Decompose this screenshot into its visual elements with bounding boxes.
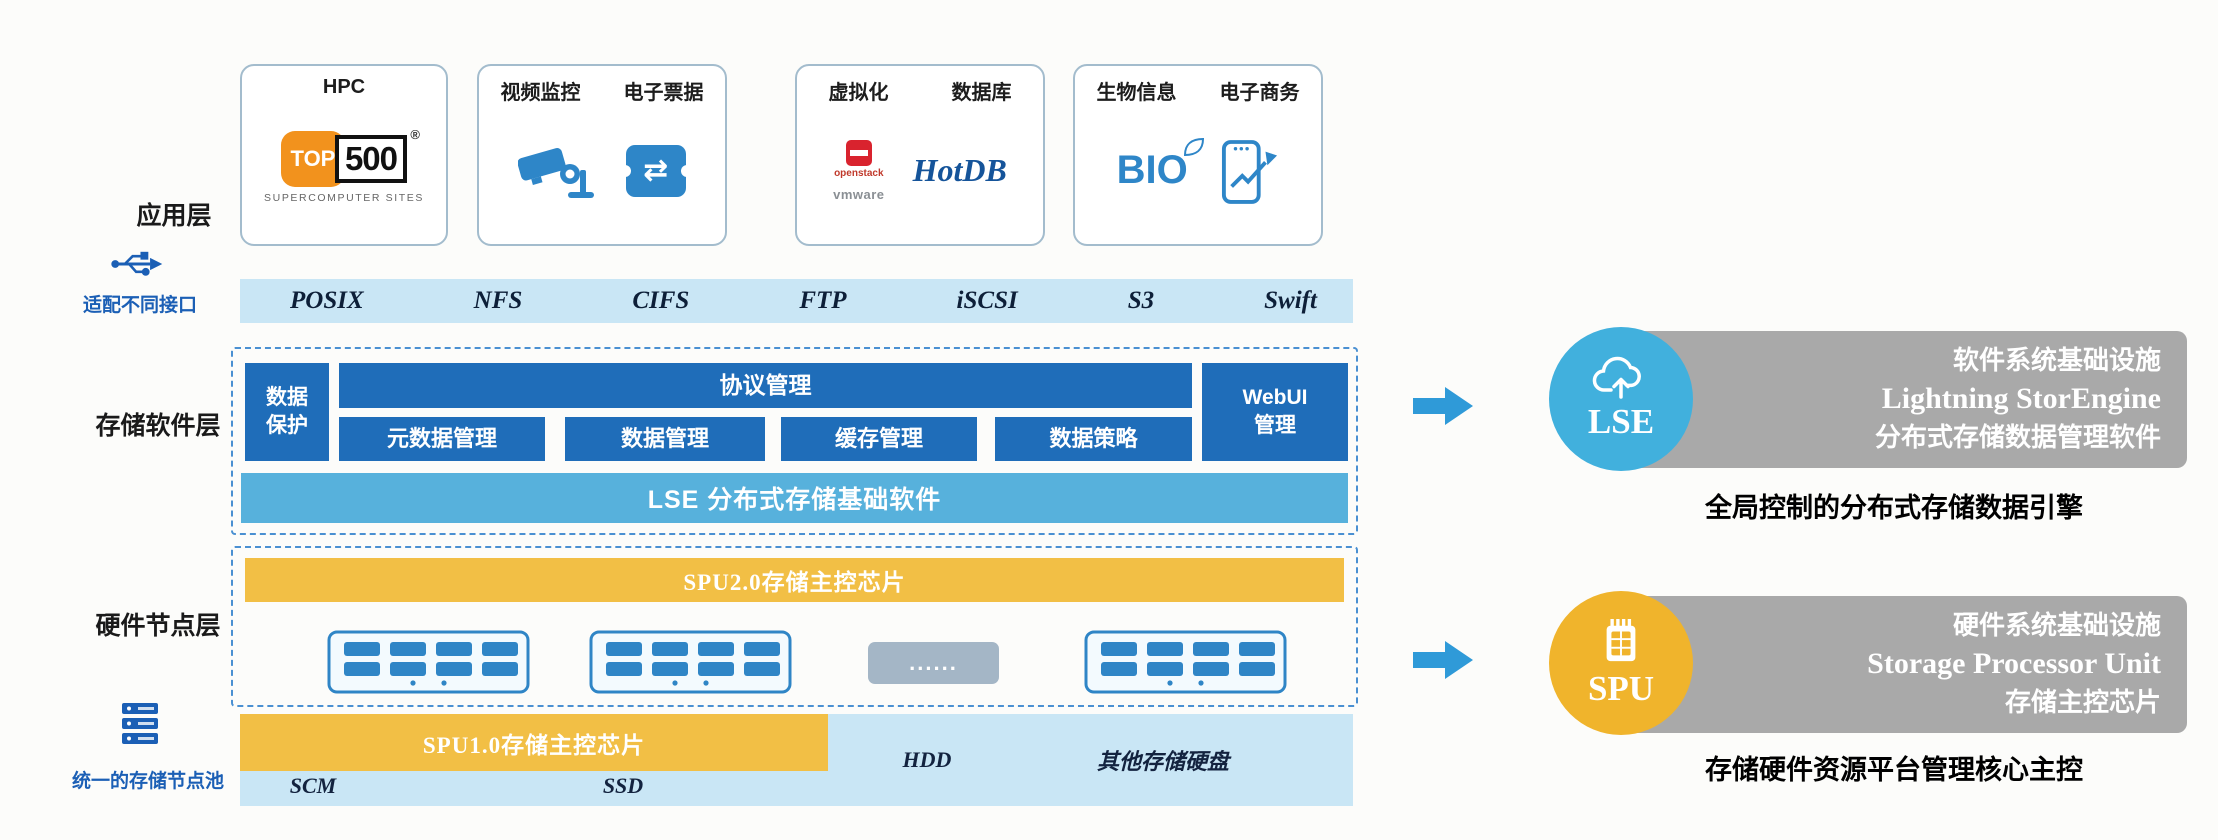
openstack-label: openstack bbox=[834, 167, 884, 179]
disk-label-hdd: HDD bbox=[902, 747, 952, 772]
server-pool-icon bbox=[122, 703, 158, 744]
data-policy-block: 数据策略 bbox=[995, 417, 1192, 461]
spu-description-bar: 硬件系统基础设施 Storage Processor Unit 存储主控芯片 bbox=[1601, 596, 2187, 733]
layer-label-interface: 适配不同接口 bbox=[82, 295, 197, 316]
lse-badge-label: LSE bbox=[1587, 402, 1655, 441]
top500-orange-badge: TOP bbox=[280, 131, 345, 187]
spu2-bar: SPU2.0存储主控芯片 bbox=[245, 558, 1344, 602]
app-box-hpc: HPC TOP 500 ® SUPERCOMPUTER SITES bbox=[240, 64, 448, 246]
interface-posix: POSIX bbox=[290, 287, 364, 314]
interface-bar: POSIX NFS CIFS FTP iSCSI S3 Swift bbox=[240, 279, 1353, 323]
protocol-mgmt-block: 协议管理 bbox=[339, 363, 1192, 408]
chip-icon bbox=[1606, 619, 1636, 662]
hotdb-logo: HotDB bbox=[912, 152, 1007, 188]
hardware-layer-container: SPU2.0存储主控芯片 ...... bbox=[231, 546, 1358, 707]
layer-label-hardware: 硬件节点层 bbox=[95, 612, 221, 640]
spu1-bar: SPU1.0存储主控芯片 bbox=[240, 714, 828, 771]
openstack-icon bbox=[845, 139, 872, 166]
bio-logo: BIO bbox=[1116, 138, 1204, 193]
lse-foundation-bar: LSE 分布式存储基础软件 bbox=[241, 473, 1348, 523]
virtualization-logos: openstack vmware bbox=[833, 139, 885, 202]
app-box-bio-ecommerce: 生物信息 电子商务 BIO bbox=[1073, 64, 1323, 246]
disk-label-ssd: SSD bbox=[602, 773, 644, 798]
software-layer-container: 数据 保护 协议管理 WebUI 管理 元数据管理 数据管理 缓存管理 数据策略… bbox=[231, 347, 1358, 535]
usb-icon bbox=[111, 251, 163, 276]
bio-label: BIO bbox=[1116, 148, 1188, 192]
layer-label-software: 存储软件层 bbox=[95, 412, 221, 440]
bio-leaf-icon bbox=[1183, 138, 1204, 156]
lse-circle-badge: LSE bbox=[1549, 327, 1693, 471]
app-title-eticket: 电子票据 bbox=[623, 82, 704, 104]
disk-label-scm: SCM bbox=[289, 773, 337, 798]
top500-logo: TOP 500 ® SUPERCOMPUTER SITES bbox=[264, 127, 424, 204]
layer-label-pool: 统一的存储节点池 bbox=[71, 771, 224, 792]
app-title-bioinformatics: 生物信息 bbox=[1096, 82, 1177, 104]
interface-ftp: FTP bbox=[799, 287, 847, 314]
data-protection-block: 数据 保护 bbox=[245, 363, 329, 461]
layer-label-application: 应用层 bbox=[136, 202, 212, 230]
app-title-video: 视频监控 bbox=[500, 82, 581, 104]
app-title-ecommerce: 电子商务 bbox=[1219, 82, 1300, 104]
spu-caption: 存储硬件资源平台管理核心主控 bbox=[1705, 755, 2083, 785]
app-box-virtualization-db: 虚拟化 数据库 openstack vmware HotDB bbox=[795, 64, 1045, 246]
interface-cifs: CIFS bbox=[632, 287, 690, 314]
cache-mgmt-block: 缓存管理 bbox=[781, 417, 977, 461]
phone-icon bbox=[1222, 139, 1278, 204]
vmware-label: vmware bbox=[833, 186, 885, 202]
rack-node-icon bbox=[589, 630, 792, 694]
rack-node-icon bbox=[1084, 630, 1287, 694]
app-box-video-ticket: 视频监控 电子票据 ⇄ bbox=[477, 64, 727, 246]
lse-line3: 分布式存储数据管理软件 bbox=[1874, 422, 2161, 452]
spu-line2: Storage Processor Unit bbox=[1867, 647, 2161, 681]
app-title-database: 数据库 bbox=[951, 82, 1012, 104]
disk-label-other: 其他存储硬盘 bbox=[1096, 749, 1229, 774]
spu-line3: 存储主控芯片 bbox=[2004, 687, 2161, 717]
spu-badge-label: SPU bbox=[1587, 669, 1655, 708]
ticket-arrows-glyph: ⇄ bbox=[643, 154, 669, 187]
arrow-right-icon bbox=[1413, 639, 1473, 681]
interface-iscsi: iSCSI bbox=[956, 287, 1018, 314]
top500-subtitle: SUPERCOMPUTER SITES bbox=[264, 192, 424, 204]
rack-node-icon bbox=[327, 630, 530, 694]
registered-mark: ® bbox=[410, 127, 420, 143]
data-mgmt-block: 数据管理 bbox=[565, 417, 765, 461]
webui-mgmt-block: WebUI 管理 bbox=[1202, 363, 1348, 461]
app-title-hpc: HPC bbox=[322, 76, 366, 98]
arrow-right-icon bbox=[1413, 385, 1473, 427]
spu-circle-badge: SPU bbox=[1549, 591, 1693, 735]
interface-swift: Swift bbox=[1264, 287, 1317, 314]
spu-line1: 硬件系统基础设施 bbox=[1952, 610, 2161, 640]
camera-icon bbox=[518, 147, 595, 198]
interface-s3: S3 bbox=[1127, 287, 1155, 314]
lse-line2: Lightning StorEngine bbox=[1881, 382, 2161, 416]
app-title-virtualization: 虚拟化 bbox=[828, 82, 889, 104]
ticket-icon: ⇄ bbox=[618, 144, 693, 197]
interface-nfs: NFS bbox=[473, 287, 523, 314]
lse-line1: 软件系统基础设施 bbox=[1952, 345, 2161, 375]
metadata-mgmt-block: 元数据管理 bbox=[339, 417, 545, 461]
top500-number: 500 ® bbox=[334, 127, 420, 183]
lse-caption: 全局控制的分布式存储数据引擎 bbox=[1705, 493, 2083, 523]
cloud-upload-icon bbox=[1592, 356, 1641, 399]
lse-description-bar: 软件系统基础设施 Lightning StorEngine 分布式存储数据管理软… bbox=[1601, 331, 2187, 468]
more-nodes-ellipsis: ...... bbox=[868, 642, 999, 684]
